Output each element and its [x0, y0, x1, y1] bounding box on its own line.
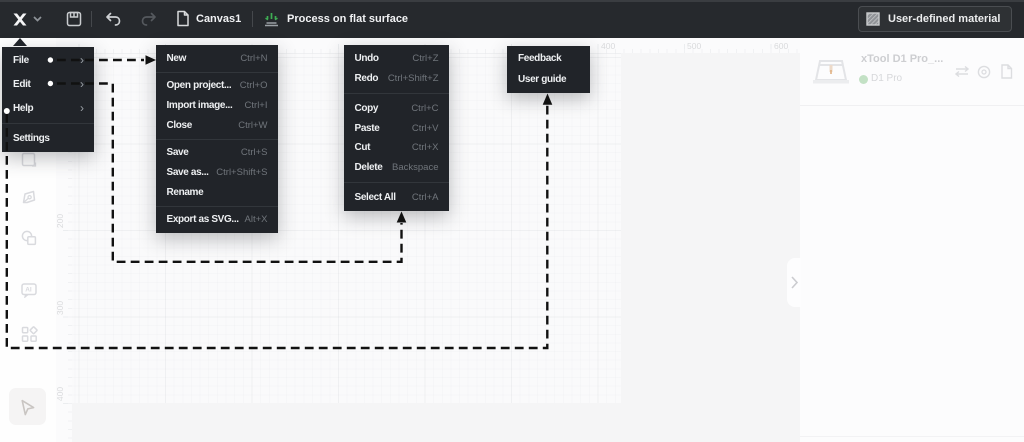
- svg-text:AI: AI: [25, 287, 32, 294]
